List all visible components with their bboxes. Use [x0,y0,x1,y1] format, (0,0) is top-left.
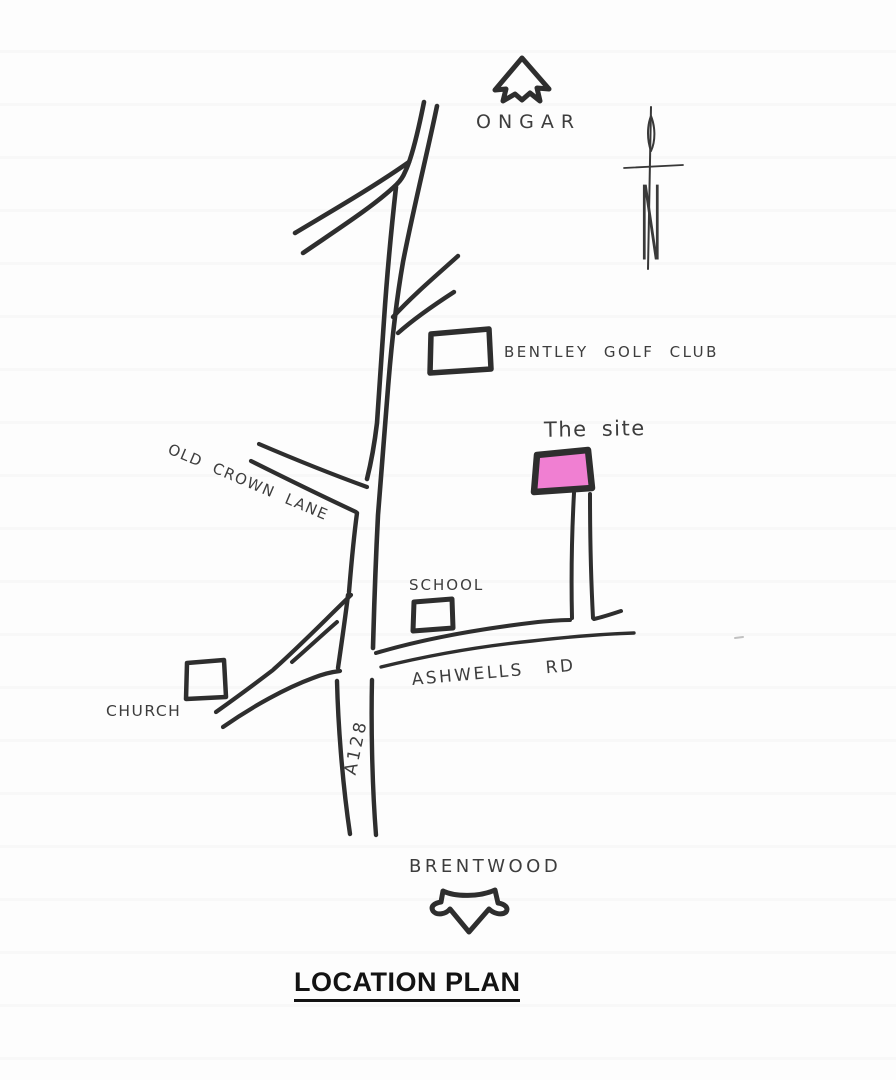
compass-needle-diamond [647,115,656,152]
brentwood-down-arrow [429,887,510,935]
a128-left-line-top [394,99,427,187]
ocl-upper-line [256,441,370,490]
stub-lower-line [395,289,457,336]
road-a128-south [334,677,379,838]
stub-upper-line [390,253,461,320]
junction-inner-line [290,620,339,664]
golf-club-building [427,326,494,376]
road-golf-club-stub [390,253,461,336]
a128-left-line-fork [335,592,351,671]
ocl-lower-line [248,458,359,515]
church-label: CHURCH [106,702,182,720]
compass-north-letter: N [640,165,662,285]
ashwells-upper-line-east [592,609,623,621]
school-building [410,596,456,634]
church-road-lower-line [220,668,343,730]
school-label: SCHOOL [409,576,485,594]
road-northwest-branch [292,159,412,256]
a128-south-right-line [369,677,379,838]
road-old-crown-lane [248,441,370,515]
a128-left-line-mid [364,184,399,482]
site-marker [530,446,596,496]
ongar-label: ONGAR [476,111,582,133]
site-road-left-line [569,491,576,620]
a128-left-line-lower [346,510,360,595]
junction-outer-line [271,592,354,672]
branch-lower-line [300,182,399,256]
compass-needle-line [647,106,652,270]
church-building [183,657,229,702]
bentley-golf-club-label: BENTLEY GOLF CLUB [504,343,719,361]
road-ashwells [374,609,636,669]
north-compass [623,106,684,270]
the-site-label: The site [543,416,646,442]
road-site-access [569,491,595,620]
page-title: LOCATION PLAN [294,967,521,1002]
branch-upper-line [292,159,412,236]
brentwood-label: BRENTWOOD [409,856,562,877]
church-road-upper-line [213,667,276,715]
ashwells-lower-line [379,631,636,669]
ongar-up-arrow [492,55,552,104]
compass-crossbar [623,164,684,169]
a128-right-line [370,103,440,651]
road-church-junction [213,592,354,730]
ashwells-upper-line-west [374,618,572,655]
stray-mark [734,636,744,639]
site-road-right-line [588,492,595,620]
road-a128-north [335,99,440,671]
a128-south-left-line [334,678,353,837]
